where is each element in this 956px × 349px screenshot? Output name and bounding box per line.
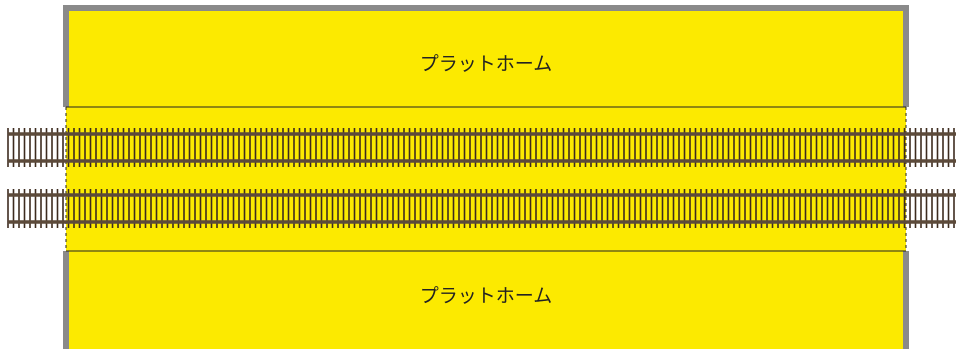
track-2 [7,189,956,228]
top-platform: プラットホーム [63,5,909,107]
bottom-platform-label: プラットホーム [420,285,552,307]
bottom-platform: プラットホーム [63,251,909,349]
top-platform-surface [69,11,903,107]
tracks [7,128,956,228]
bottom-platform-surface [69,251,903,349]
top-platform-wall [63,5,909,107]
top-platform-label: プラットホーム [420,53,552,75]
bottom-platform-wall [63,251,909,349]
track-1 [7,128,956,167]
